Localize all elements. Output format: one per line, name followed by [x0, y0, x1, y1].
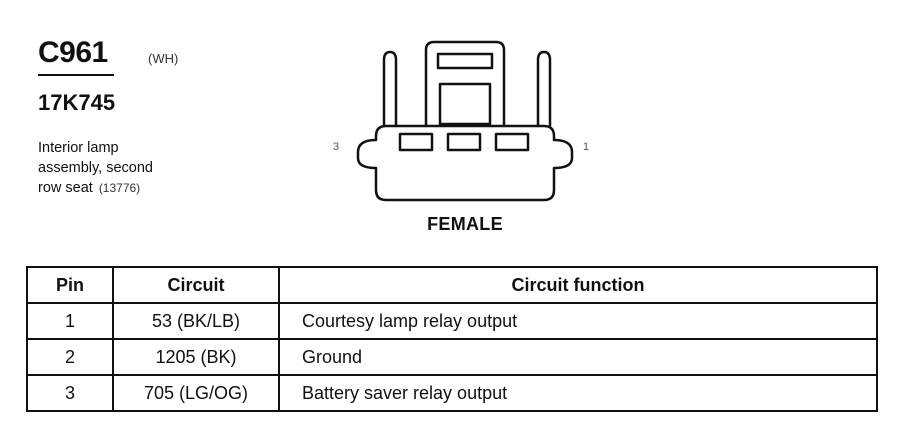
lock-tab [424, 40, 506, 128]
connector-housing [356, 124, 574, 202]
right-latch-arm [536, 50, 552, 128]
color-code: (WH) [148, 51, 179, 66]
cell-function: Battery saver relay output [278, 374, 878, 412]
cell-circuit: 705 (LG/OG) [112, 374, 280, 412]
pin-label-right: 1 [583, 141, 590, 153]
header-pin: Pin [26, 266, 114, 304]
cell-function: Courtesy lamp relay output [278, 302, 878, 340]
table-row: 1 53 (BK/LB) Courtesy lamp relay output [26, 302, 878, 340]
part-number: 17K745 [38, 90, 116, 115]
table-row: 3 705 (LG/OG) Battery saver relay output [26, 374, 878, 412]
table-header-row: Pin Circuit Circuit function [26, 266, 878, 304]
reference-number: (13776) [98, 181, 141, 195]
lock-tab-inner [438, 82, 492, 126]
description-line-3: row seat (13776) [38, 178, 218, 198]
table-row: 2 1205 (BK) Ground [26, 338, 878, 376]
description-line-1: Interior lamp [38, 140, 119, 156]
connector-id-underline [38, 74, 114, 76]
connector-id: C961 [38, 36, 108, 69]
cell-circuit: 53 (BK/LB) [112, 302, 280, 340]
pin-cavity-2 [446, 132, 482, 152]
lock-tab-window [436, 52, 494, 70]
pin-table: Pin Circuit Circuit function 1 53 (BK/LB… [26, 266, 878, 412]
cell-circuit: 1205 (BK) [112, 338, 280, 376]
gender-label: FEMALE [427, 214, 503, 234]
pin-label-left: 3 [333, 141, 340, 153]
pin-cavity-3 [398, 132, 434, 152]
cell-pin: 1 [26, 302, 114, 340]
description-line-3-text: row seat [38, 180, 93, 196]
cell-pin: 2 [26, 338, 114, 376]
pin-cavity-1 [494, 132, 530, 152]
cell-pin: 3 [26, 374, 114, 412]
connector-face-diagram [356, 40, 574, 202]
description-line-2: assembly, second [38, 160, 153, 176]
left-latch-arm [382, 50, 398, 128]
header-function: Circuit function [278, 266, 878, 304]
cell-function: Ground [278, 338, 878, 376]
connector-description: Interior lamp assembly, second row seat (… [38, 138, 218, 198]
header-circuit: Circuit [112, 266, 280, 304]
